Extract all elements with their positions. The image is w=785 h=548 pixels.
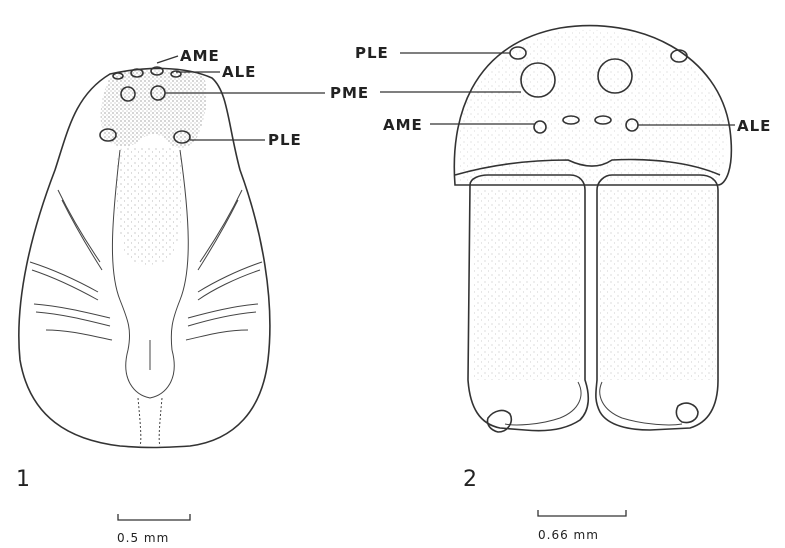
fig2-number: 2 — [463, 467, 477, 492]
fig1-label-ame: AME — [180, 47, 220, 65]
fig2-scale-label: 0.66 mm — [538, 528, 599, 542]
fig1-label-ale: ALE — [222, 63, 256, 81]
fig1-number: 1 — [16, 467, 30, 492]
fig1-ame-leader — [157, 56, 178, 63]
chelicera-left-stipple — [472, 190, 582, 380]
fig1-scale-bar — [118, 514, 190, 520]
median-area — [116, 146, 182, 264]
figure-1-carapace: AME ALE PLE 1 0.5 mm — [16, 47, 325, 545]
figure-2-chelicerae-view: PLE AME ALE 2 0.66 mm — [355, 26, 771, 542]
fang-right-base — [676, 403, 698, 422]
fig2-scale-bar — [538, 510, 626, 516]
fig2-label-pme: PME — [330, 84, 369, 102]
posterior-groove — [138, 398, 162, 446]
fig1-scale-label: 0.5 mm — [117, 531, 169, 545]
fang-right — [600, 382, 682, 425]
fig2-label-ple: PLE — [355, 44, 389, 62]
fig1-label-ple: PLE — [268, 131, 302, 149]
thoracic-fovea — [126, 340, 174, 398]
fig2-label-ame: AME — [383, 116, 423, 134]
chelicera-right-stipple — [599, 190, 716, 380]
radial-furrows-right — [186, 190, 262, 340]
radial-furrows-left — [30, 190, 112, 340]
fang-left — [505, 382, 581, 425]
fig2-label-ale: ALE — [737, 117, 771, 135]
fang-left-base — [487, 411, 511, 432]
